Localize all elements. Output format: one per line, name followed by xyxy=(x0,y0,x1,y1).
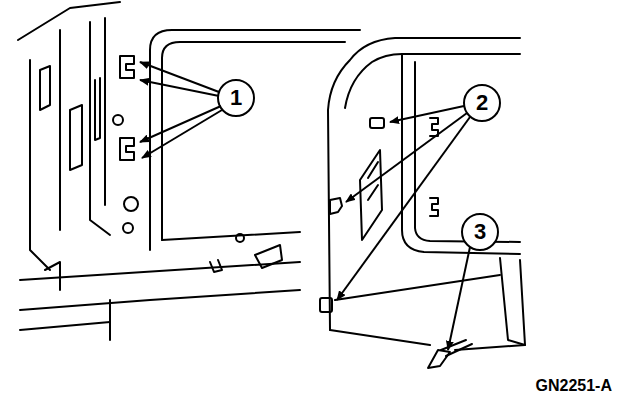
leader-line xyxy=(337,117,470,300)
callout-number: 1 xyxy=(230,87,242,109)
callout-circle xyxy=(464,85,500,121)
leader-line xyxy=(140,106,221,142)
figure-code: GN2251-A xyxy=(536,378,612,394)
callout-circle xyxy=(462,214,498,250)
callout-number: 2 xyxy=(476,92,488,114)
leader-line xyxy=(390,106,464,122)
leader-line xyxy=(346,113,467,202)
leader-line xyxy=(140,80,219,96)
leader-line xyxy=(142,110,222,158)
leader-line xyxy=(448,247,470,350)
callout-circle xyxy=(218,80,254,116)
callout-number: 3 xyxy=(474,221,486,243)
